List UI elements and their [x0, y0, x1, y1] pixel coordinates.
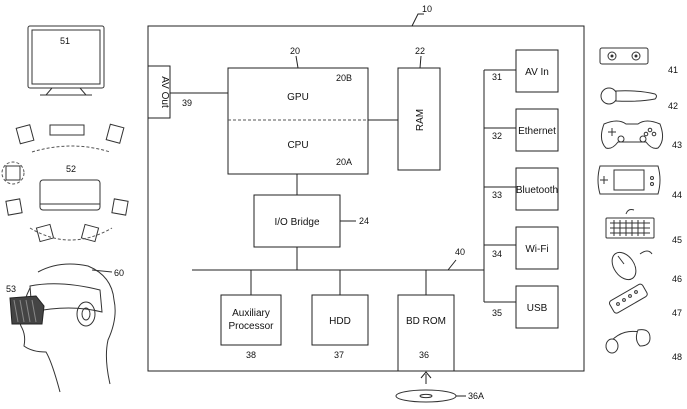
bd-rom-ref: 36 — [419, 350, 429, 360]
hdd-label: HDD — [329, 316, 351, 327]
device-41-ref: 41 — [668, 65, 678, 75]
hdd-block: HDD 37 — [311, 270, 369, 360]
cpu-label: CPU — [287, 140, 308, 151]
device-43-ref: 43 — [672, 140, 682, 150]
port-av-in-ref: 31 — [492, 72, 502, 82]
bd-rom-label: BD ROM — [406, 316, 446, 327]
av-out-label: AV Out — [159, 76, 170, 108]
motion-controller-icon: 42 — [600, 87, 678, 111]
port-av-in-label: AV In — [525, 67, 549, 78]
port-bluetooth: Bluetooth 33 — [484, 167, 559, 211]
port-usb: USB 35 — [484, 285, 559, 329]
disc-ref: 36A — [468, 391, 484, 401]
port-bluetooth-ref: 33 — [492, 190, 502, 200]
disc-insert-arrow-icon — [420, 371, 432, 384]
gamepad-icon: 43 — [600, 120, 682, 150]
port-wifi-ref: 34 — [492, 249, 502, 259]
device-42-ref: 42 — [668, 101, 678, 111]
device-45-ref: 45 — [672, 235, 682, 245]
processor-block: GPU 20B CPU 20A 20 — [227, 46, 369, 175]
disc-icon: 36A — [395, 389, 484, 403]
hmd-ref: 53 — [6, 284, 16, 294]
speakers-ref: 52 — [66, 164, 76, 174]
io-bridge-ref: 24 — [359, 216, 369, 226]
camera-icon: 41 — [599, 47, 678, 75]
av-out-ref: 39 — [182, 98, 192, 108]
port-wifi-label: Wi-Fi — [525, 244, 548, 255]
ram-label: RAM — [415, 109, 426, 131]
system-bus: 40 — [192, 247, 484, 271]
io-bridge-label: I/O Bridge — [274, 217, 319, 228]
gpu-ref: 20B — [336, 73, 352, 83]
television-icon: 51 — [27, 25, 105, 96]
port-ethernet-ref: 32 — [492, 131, 502, 141]
head-mounted-display-user-icon: 60 — [19, 263, 124, 393]
head-mounted-display-icon: 53 — [6, 284, 45, 325]
device-48-ref: 48 — [672, 352, 682, 362]
ram-ref: 22 — [415, 46, 425, 56]
av-out-block: AV Out 39 — [147, 65, 192, 119]
port-ethernet: Ethernet 32 — [484, 108, 559, 152]
port-wifi: Wi-Fi 34 — [484, 226, 559, 270]
device-46-ref: 46 — [672, 274, 682, 284]
cpu-ref: 20A — [336, 157, 352, 167]
device-44-ref: 44 — [672, 190, 682, 200]
aux-proc-ref: 38 — [246, 350, 256, 360]
remote-control-icon: 47 — [609, 283, 682, 318]
headset-icon: 48 — [605, 329, 682, 362]
processor-ref: 20 — [290, 46, 300, 56]
port-av-in: AV In 31 — [484, 49, 559, 93]
display-ref: 51 — [60, 36, 70, 46]
surround-speakers-icon: 52 — [1, 123, 129, 243]
bd-rom-block: BD ROM 36 — [397, 270, 455, 372]
port-ethernet-label: Ethernet — [518, 126, 556, 137]
port-usb-label: USB — [527, 303, 548, 314]
aux-proc-label-1: Auxiliary — [232, 308, 270, 319]
aux-proc-label-2: Processor — [228, 321, 274, 332]
mouse-icon: 46 — [611, 250, 682, 284]
hmd-user-ref: 60 — [114, 268, 124, 278]
port-usb-ref: 35 — [492, 308, 502, 318]
bus-ref: 40 — [455, 247, 465, 257]
keyboard-icon: 45 — [605, 209, 682, 245]
device-47-ref: 47 — [672, 308, 682, 318]
port-bluetooth-label: Bluetooth — [516, 185, 558, 196]
ram-block: RAM 22 — [397, 46, 441, 171]
handheld-console-icon: 44 — [597, 165, 682, 200]
system-ref: 10 — [422, 4, 432, 14]
hdd-ref: 37 — [334, 350, 344, 360]
aux-processor-block: Auxiliary Processor 38 — [220, 270, 282, 360]
gpu-label: GPU — [287, 92, 309, 103]
